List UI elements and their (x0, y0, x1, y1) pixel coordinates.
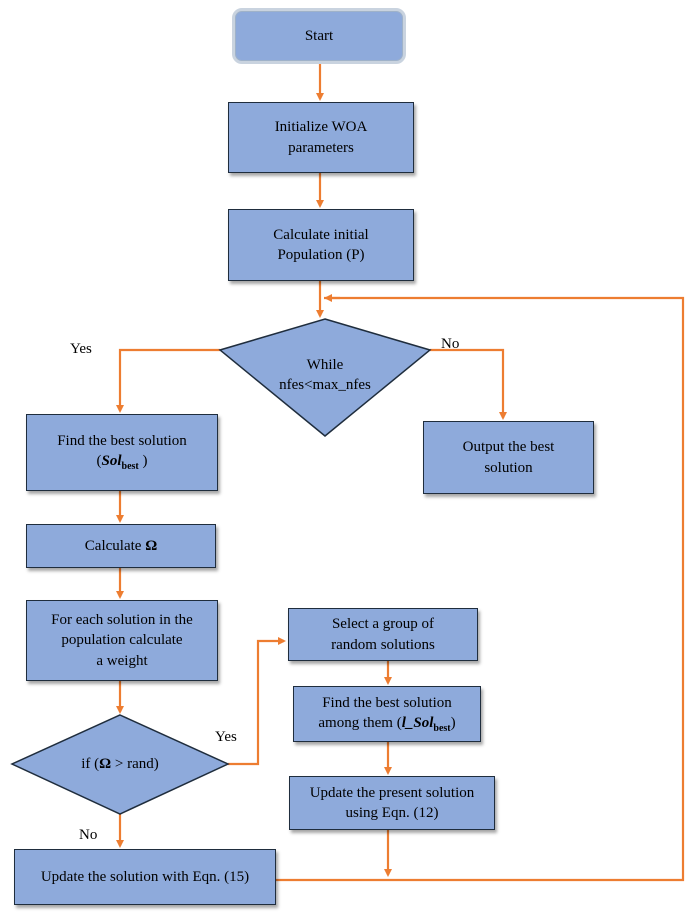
select-random-group-node: Select a group of random solutions (288, 608, 478, 661)
sol-best-subscript: best (121, 461, 139, 473)
if-prefix: if ( (81, 756, 100, 772)
find-among-line-1: Find the best solution (322, 694, 452, 711)
if-suffix: > rand) (111, 756, 159, 772)
update-present-solution-node: Update the present solution using Eqn. (… (289, 776, 495, 830)
omega-symbol: Ω (145, 537, 158, 554)
weight-line-2: population calculate (61, 632, 183, 649)
update-present-line-1: Update the present solution (309, 784, 475, 801)
edge-if-yes-to-select (228, 637, 286, 766)
output-best-solution-node: Output the best solution (423, 421, 594, 494)
calculate-omega-node: Calculate Ω (26, 524, 216, 568)
update-solution-node: Update the solution with Eqn. (15) (14, 849, 276, 905)
edge-while-no-to-output (430, 348, 507, 420)
calculate-population-line-2: Population (P) (277, 247, 365, 263)
update-present-line-2: using Eqn. (12) (345, 805, 439, 821)
start-label: Start (304, 27, 334, 44)
while-line-2: nfes<max_nfes (279, 377, 371, 394)
weight-line-1: For each solution in the (51, 612, 193, 629)
select-line-2: random solutions (331, 636, 435, 653)
while-line-1: While (306, 357, 344, 373)
edge-while-yes-to-find-best (116, 348, 220, 413)
while-condition-text: While nfes<max_nfes (255, 355, 395, 396)
find-among-prefix: among them ( (318, 714, 402, 731)
if-condition-text: if (Ω > rand) (40, 754, 200, 774)
if-yes-label: Yes (215, 729, 237, 745)
find-best-line-2: (Solbest ) (96, 453, 148, 473)
edge-loop-return (276, 296, 685, 882)
calculate-omega-label: Calculate Ω (85, 536, 157, 556)
output-line-2: solution (484, 459, 533, 476)
if-omega-symbol: Ω (99, 756, 112, 772)
if-decision-diamond (10, 714, 230, 815)
if-no-label: No (79, 827, 98, 843)
calculate-population-line-1: Calculate initial (273, 226, 369, 243)
l-sol-best-symbol: l_Sol (401, 714, 434, 731)
find-best-solution-node: Find the best solution (Solbest ) (26, 414, 218, 491)
find-among-suffix: ) (450, 714, 456, 731)
initialize-parameters-node: Initialize WOA parameters (228, 102, 414, 173)
while-no-label: No (441, 336, 460, 352)
calculate-weight-node: For each solution in the population calc… (26, 600, 218, 681)
update-solution-label: Update the solution with Eqn. (15) (40, 868, 250, 885)
l-sol-best-subscript: best (433, 722, 451, 734)
weight-line-3: a weight (96, 652, 148, 669)
sol-best-symbol: Sol (101, 453, 122, 470)
while-decision-diamond (218, 318, 432, 437)
start-node: Start (232, 8, 406, 64)
initialize-line-1: Initialize WOA (274, 119, 368, 136)
find-among-line-2: among them (l_Solbest) (318, 713, 455, 736)
initialize-line-2: parameters (288, 139, 354, 156)
find-best-among-node: Find the best solution among them (l_Sol… (293, 686, 481, 742)
output-line-1: Output the best (462, 439, 555, 456)
find-best-line-1: Find the best solution (57, 433, 187, 450)
select-line-1: Select a group of (331, 616, 435, 633)
calculate-population-node: Calculate initial Population (P) (228, 209, 414, 281)
while-yes-label: Yes (70, 341, 92, 357)
calculate-omega-prefix: Calculate (84, 537, 146, 554)
